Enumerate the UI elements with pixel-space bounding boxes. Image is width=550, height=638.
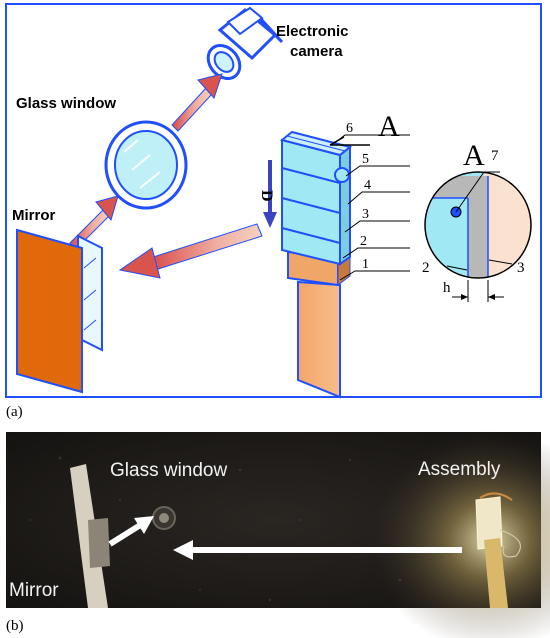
camera-label-line2: camera	[290, 43, 343, 60]
callout-2: 2	[360, 234, 367, 249]
caption-b: (b)	[6, 618, 24, 634]
mirror-label: Mirror	[12, 207, 56, 224]
callout-lines	[331, 134, 410, 281]
photo-arrow-short	[108, 516, 154, 547]
section-label: A	[378, 110, 400, 143]
beam-assembly-to-mirror	[118, 223, 263, 279]
caption-a: (a)	[6, 404, 23, 420]
camera-icon	[206, 6, 284, 80]
glass-window-label: Glass window	[16, 95, 116, 112]
detail-label: A	[463, 139, 485, 172]
photo-glass-window-label: Glass window	[110, 460, 227, 481]
photo-arrow-long	[173, 540, 462, 560]
beam-window-to-camera	[171, 73, 223, 132]
detail-h-label: h	[443, 280, 451, 296]
detail-callout-2: 2	[422, 260, 430, 276]
callout-6: 6	[346, 121, 353, 136]
detail-callout-7: 7	[491, 148, 499, 164]
callout-3: 3	[362, 207, 369, 222]
callout-1: 1	[362, 257, 369, 272]
callout-5: 5	[362, 152, 369, 167]
photo-assembly-label: Assembly	[418, 459, 501, 480]
mirror-icon	[16, 228, 103, 394]
camera-label-line1: Electronic	[276, 23, 349, 40]
detail-callout-3: 3	[517, 260, 525, 276]
callout-4: 4	[364, 178, 371, 193]
section-marker	[329, 136, 370, 146]
direction-label: D	[258, 190, 275, 202]
panel-a: Electronic camera Glass window	[5, 3, 542, 399]
assembly-drawing	[279, 130, 353, 399]
glass-window-icon	[104, 120, 188, 210]
panel-b-photo	[6, 430, 550, 638]
photo-mirror-label: Mirror	[9, 580, 59, 601]
direction-arrow	[263, 160, 277, 228]
